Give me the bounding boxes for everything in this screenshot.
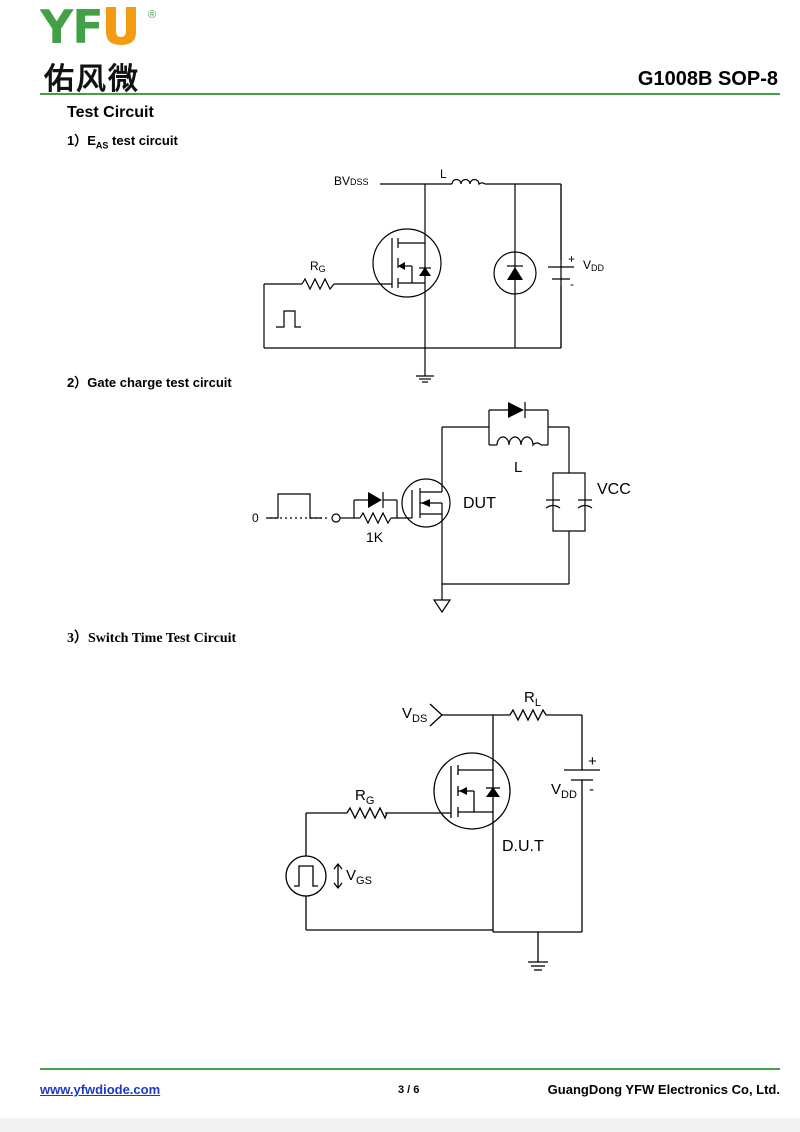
eas-heading: 1）EAS test circuit bbox=[67, 133, 178, 151]
company-name: GuangDong YFW Electronics Co, Ltd. bbox=[547, 1082, 780, 1097]
eas-bvdss-label: BVDSS bbox=[334, 174, 369, 188]
switch-vdd-label: VDD bbox=[551, 781, 577, 801]
eas-minus-label: - bbox=[570, 277, 574, 291]
eas-inductor-label: L bbox=[440, 167, 447, 181]
part-number: G1008B SOP-8 bbox=[637, 68, 778, 90]
gate-charge-dut-label: DUT bbox=[463, 495, 496, 512]
eas-plus-label: + bbox=[568, 252, 575, 266]
switch-rg-label: RG bbox=[355, 787, 374, 807]
gate-charge-inductor-label: L bbox=[514, 459, 522, 476]
switch-dut-label: D.U.T bbox=[502, 838, 544, 855]
page-bottom-band bbox=[0, 1118, 800, 1132]
logo-u-mark bbox=[103, 7, 139, 47]
eas-vdd-label: VDD bbox=[583, 258, 605, 273]
gate-charge-1k-label: 1K bbox=[366, 529, 384, 545]
switch-minus-label: - bbox=[589, 781, 594, 798]
gate-charge-test-circuit: 0 1K DUT L VCC bbox=[252, 402, 631, 614]
switch-time-test-circuit: VDS RL RG VGS + - VDD D.U.T bbox=[285, 689, 600, 971]
website-link[interactable]: www.yfwdiode.com bbox=[40, 1082, 161, 1097]
header-rule bbox=[40, 93, 780, 95]
section-title: Test Circuit bbox=[67, 104, 154, 121]
gate-charge-zero-label: 0 bbox=[252, 511, 259, 525]
gate-charge-vcc-label: VCC bbox=[597, 481, 631, 498]
switch-rl-label: RL bbox=[524, 689, 541, 709]
switch-vds-label: VDS bbox=[402, 705, 427, 725]
page-number: 3 / 6 bbox=[398, 1084, 420, 1096]
logo-chinese-name: 佑风微 bbox=[44, 62, 140, 97]
footer-rule bbox=[40, 1068, 780, 1070]
gate-charge-heading: 2）Gate charge test circuit bbox=[67, 375, 232, 390]
logo-letters: YF bbox=[40, 0, 104, 54]
switch-plus-label: + bbox=[588, 753, 597, 770]
switch-time-heading: 3）Switch Time Test Circuit bbox=[67, 631, 237, 646]
registered-mark: ® bbox=[148, 9, 157, 21]
brand-logo: YF bbox=[40, 4, 139, 50]
eas-rg-label: RG bbox=[310, 259, 326, 274]
eas-test-circuit: BVDSS L RG + - VDD bbox=[263, 167, 605, 383]
switch-vgs-label: VGS bbox=[346, 867, 372, 887]
